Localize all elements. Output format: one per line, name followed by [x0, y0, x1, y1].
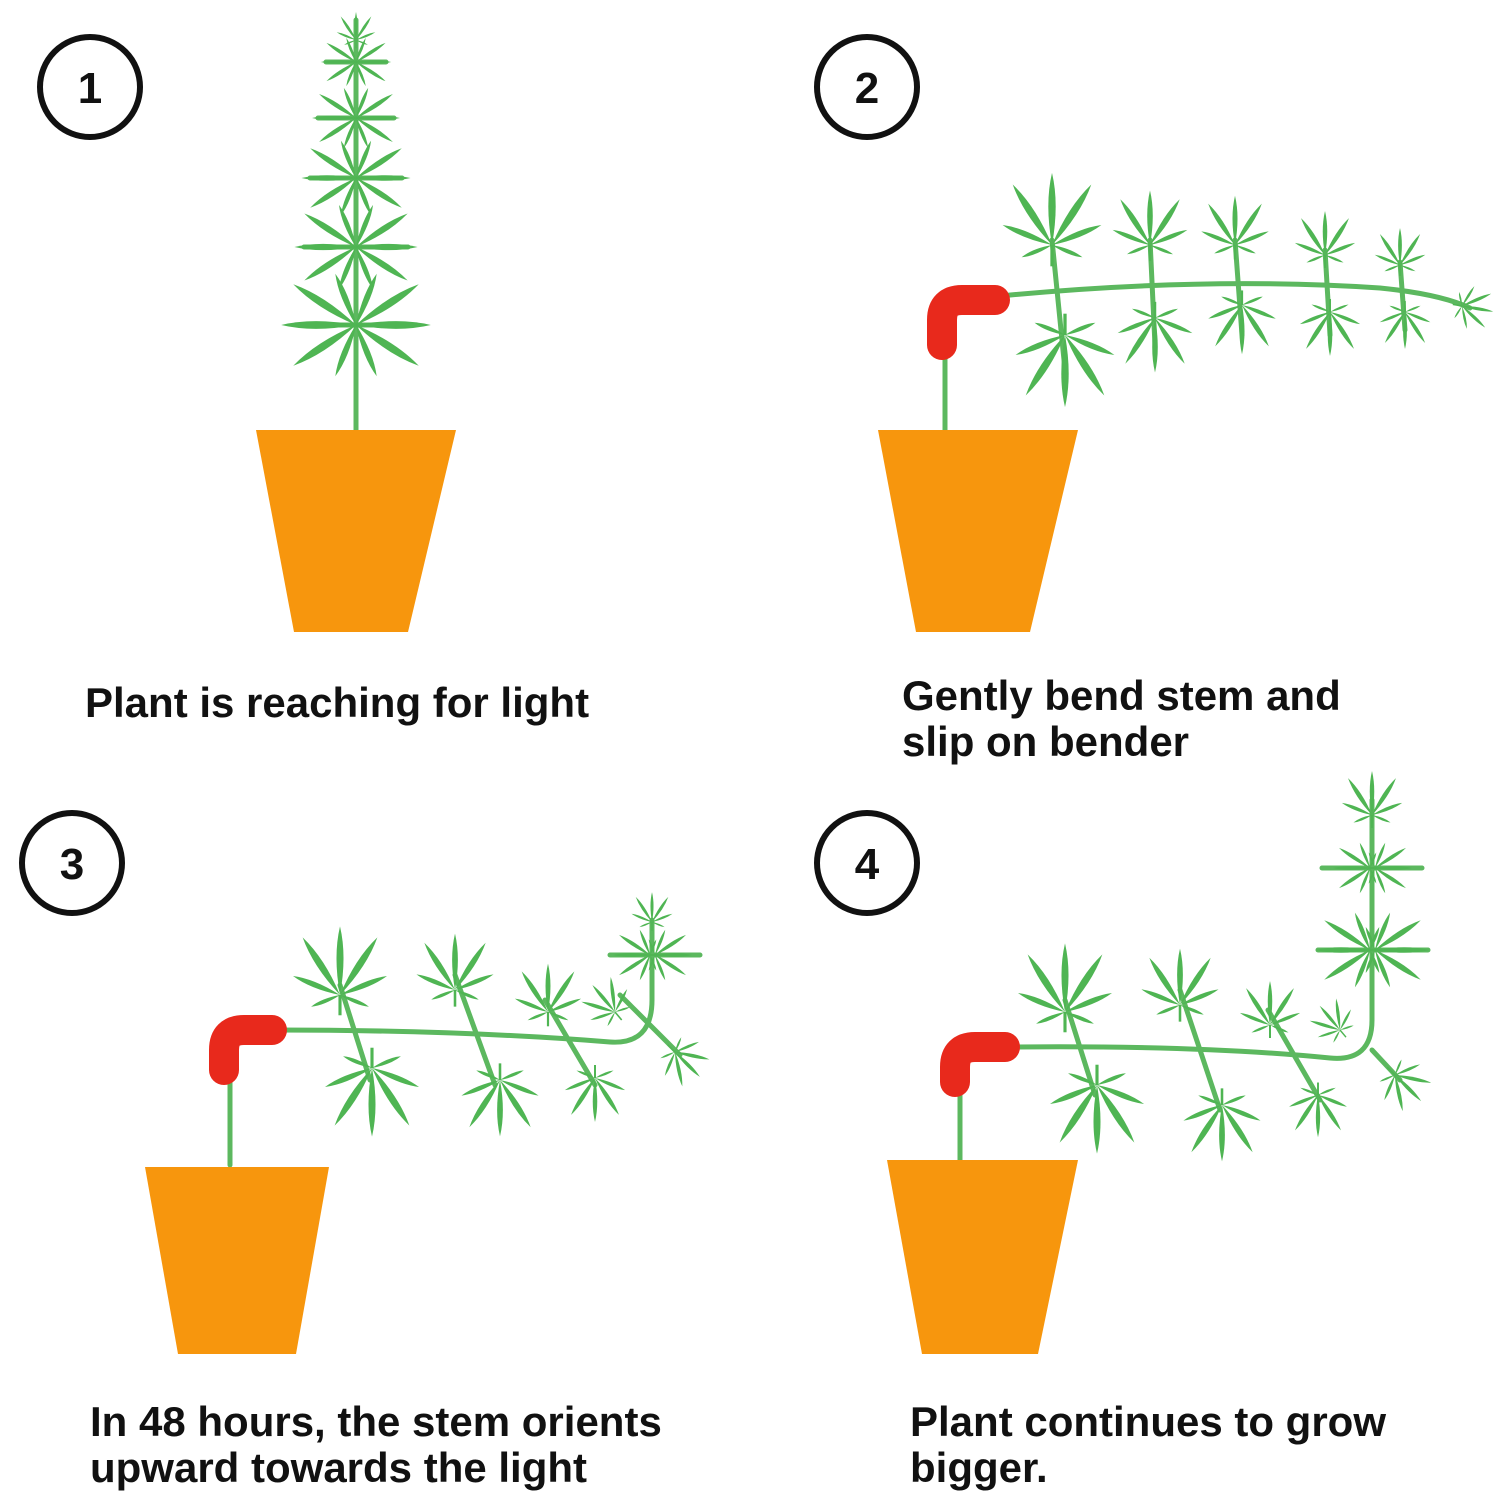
leaf-4	[1182, 1088, 1262, 1162]
leaf-7	[1294, 211, 1356, 268]
step-2-number: 2	[855, 64, 879, 113]
leaf-4	[460, 1063, 540, 1137]
leaf-10	[345, 37, 392, 87]
leaf-2	[1048, 1064, 1146, 1154]
leaf-tip	[1448, 282, 1498, 334]
leaf-3	[1140, 948, 1220, 1022]
leaf-1	[291, 926, 389, 1016]
step-3-number: 3	[60, 840, 84, 889]
flower-pot	[256, 430, 456, 632]
leaf-10	[1379, 301, 1431, 349]
step-4-badge: 4	[814, 810, 920, 916]
flower-pot	[145, 1167, 329, 1354]
leaf-9	[1374, 228, 1426, 276]
leaf-6	[1207, 290, 1277, 355]
leaf-2	[1014, 313, 1116, 408]
step-2-badge: 2	[814, 34, 920, 140]
leaf-7	[1302, 991, 1363, 1052]
upright-plant	[281, 11, 431, 433]
stem-bender-clip	[927, 285, 1010, 360]
leaf-5	[1200, 195, 1270, 260]
caption-line: bigger.	[910, 1444, 1048, 1491]
step-4-number: 4	[855, 840, 880, 889]
caption-line: slip on bender	[902, 718, 1190, 765]
caption-line: Plant is reaching for light	[85, 679, 590, 726]
leaf-1	[1001, 172, 1103, 267]
flower-pot	[878, 430, 1078, 632]
step-1-badge: 1	[37, 34, 143, 140]
step-3-badge: 3	[19, 810, 125, 916]
step-2-caption: Gently bend stem and slip on bender	[902, 673, 1341, 765]
leaf-8	[343, 87, 400, 149]
leaf-3	[415, 933, 495, 1007]
reorienting-plant	[227, 892, 718, 1168]
grown-plant	[957, 771, 1440, 1163]
stem-bender-clip	[940, 1032, 1020, 1097]
leaf-10	[1358, 911, 1430, 989]
leaf-tip	[631, 892, 673, 931]
caption-line: Plant continues to grow	[910, 1398, 1387, 1445]
stem-bender-clip	[209, 1015, 287, 1085]
caption-line: Gently bend stem and	[902, 672, 1341, 719]
leaf-2	[323, 1047, 421, 1137]
panel-3: 3	[19, 810, 718, 1354]
bent-plant	[942, 172, 1498, 433]
step-4-caption: Plant continues to grow bigger.	[910, 1399, 1386, 1491]
leaf-6	[564, 1065, 626, 1122]
leaf-tip	[1341, 771, 1403, 828]
stem	[295, 17, 417, 433]
leaf-2	[333, 272, 431, 378]
panel-4: 4	[814, 771, 1440, 1354]
panel-1: 1	[37, 11, 456, 632]
leaf-8	[1299, 299, 1361, 356]
step-1-caption: Plant is reaching for light	[85, 680, 589, 726]
leaf-top	[336, 11, 376, 49]
step-1-number: 1	[78, 64, 102, 113]
leaf-5	[1239, 981, 1301, 1038]
flower-pot	[887, 1160, 1078, 1354]
panel-2: 2	[814, 34, 1498, 632]
leaf-3	[1111, 190, 1189, 262]
caption-line: upward towards the light	[90, 1444, 588, 1491]
leaf-4	[337, 203, 418, 291]
leaf-4	[1116, 301, 1194, 373]
caption-line: In 48 hours, the stem orients	[90, 1398, 662, 1445]
leaf-6	[339, 139, 411, 217]
leaf-1	[1016, 943, 1114, 1033]
leaf-5	[514, 963, 582, 1027]
leaf-6	[1288, 1082, 1348, 1138]
step-3-caption: In 48 hours, the stem orients upward tow…	[90, 1399, 662, 1491]
